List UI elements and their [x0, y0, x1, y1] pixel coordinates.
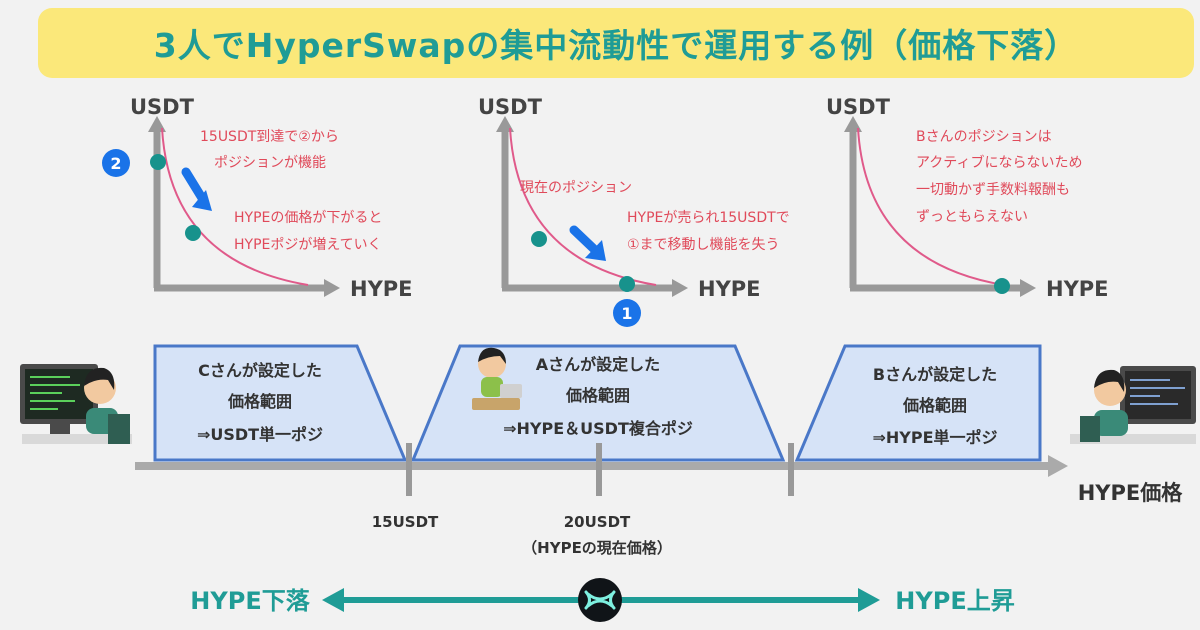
- marker-2-badge: [102, 149, 130, 177]
- tick-15-label: 15USDT: [372, 513, 439, 531]
- marker-2-label: 2: [110, 154, 121, 173]
- graph2-down-arrowhead: [585, 240, 606, 261]
- graph-b-position: USDT HYPE Bさんのポジションは アクティブにならないため 一切動かず手…: [826, 95, 1109, 301]
- graph2-point-end: [619, 276, 635, 292]
- range-b-box: [794, 344, 1042, 462]
- graph1-note-2: ポジションが機能: [214, 155, 326, 171]
- price-axis-arrow: [1048, 455, 1068, 477]
- graph2-note-3: ①まで移動し機能を失う: [627, 237, 780, 253]
- title-banner: 3人でHyperSwapの集中流動性で運用する例（価格下落）: [38, 8, 1194, 78]
- graph2-note-2: HYPEが売られ15USDTで: [627, 210, 790, 226]
- graph1-note-1: 15USDT到達で②から: [200, 129, 339, 145]
- marker-1-label: 1: [621, 304, 632, 323]
- graph1-note-4: HYPEポジが増えていく: [234, 237, 382, 253]
- tick-20-label: 20USDT: [564, 513, 631, 531]
- graph3-curve: [857, 127, 1005, 286]
- graph3-y-label: USDT: [826, 95, 891, 119]
- graph-c-position: 2 USDT HYPE 15USDT到達で②から ポジションが機能 HYPEの価…: [102, 95, 413, 301]
- graph3-x-arrow: [1020, 279, 1036, 297]
- graph1-point-mid: [185, 225, 201, 241]
- direction-left-arrowhead: [322, 588, 344, 612]
- graph2-point-current: [531, 231, 547, 247]
- range-a-box: [410, 344, 786, 462]
- range-b-line3: ⇒HYPE単一ポジ: [872, 428, 997, 447]
- graph1-point-top: [150, 154, 166, 170]
- graph3-note-2: アクティブにならないため: [916, 154, 1082, 171]
- page-title: 3人でHyperSwapの集中流動性で運用する例（価格下落）: [153, 26, 1079, 65]
- graph3-point: [994, 278, 1010, 294]
- graph3-note-3: 一切動かず手数料報酬も: [916, 182, 1070, 198]
- direction-right-arrowhead: [858, 588, 880, 612]
- range-a-line2: 価格範囲: [565, 386, 630, 405]
- graph1-x-label: HYPE: [350, 277, 413, 301]
- graph3-y-arrow: [844, 116, 862, 132]
- graph1-down-arrow: [181, 167, 207, 203]
- person-c-illustration: [20, 364, 132, 444]
- direction-left-label: HYPE下落: [190, 587, 310, 615]
- graph2-down-arrow: [569, 225, 600, 255]
- person-a-illustration: [472, 347, 522, 410]
- graph1-curve: [161, 127, 309, 286]
- graph1-y-arrow: [148, 116, 166, 132]
- graph2-y-label: USDT: [478, 95, 543, 119]
- graph1-down-arrowhead: [192, 190, 212, 211]
- range-b-line1: Bさんが設定した: [873, 365, 997, 384]
- range-c-line3: ⇒USDT単一ポジ: [197, 425, 323, 444]
- graph2-x-label: HYPE: [698, 277, 761, 301]
- range-a-line1: Aさんが設定した: [536, 355, 660, 374]
- marker-1-badge: [613, 299, 641, 327]
- graph1-x-arrow: [324, 279, 340, 297]
- graph2-y-arrow: [496, 116, 514, 132]
- range-c-line2: 価格範囲: [227, 392, 292, 411]
- range-a-line3: ⇒HYPE＆USDT複合ポジ: [503, 419, 693, 438]
- range-c-box: [153, 344, 408, 462]
- person-b-illustration: [1070, 366, 1196, 444]
- graph-a-position: 1 USDT HYPE 現在のポジション HYPEが売られ15USDTで ①まで…: [478, 95, 790, 327]
- graph3-note-4: ずっともらえない: [916, 209, 1028, 225]
- range-b-line2: 価格範囲: [902, 396, 967, 415]
- graph1-y-label: USDT: [130, 95, 195, 119]
- graph3-x-label: HYPE: [1046, 277, 1109, 301]
- graph3-note-1: Bさんのポジションは: [916, 129, 1052, 145]
- tick-20-sublabel: （HYPEの現在価格）: [522, 539, 672, 557]
- range-c-line1: Cさんが設定した: [198, 361, 322, 380]
- graph2-curve: [509, 127, 657, 286]
- direction-right-label: HYPE上昇: [895, 587, 1014, 615]
- price-axis-label: HYPE価格: [1078, 481, 1184, 505]
- graph2-x-arrow: [672, 279, 688, 297]
- graph2-note-1: 現在のポジション: [520, 180, 632, 196]
- graph1-note-3: HYPEの価格が下がると: [234, 210, 382, 226]
- hyperswap-logo-icon: [578, 578, 622, 622]
